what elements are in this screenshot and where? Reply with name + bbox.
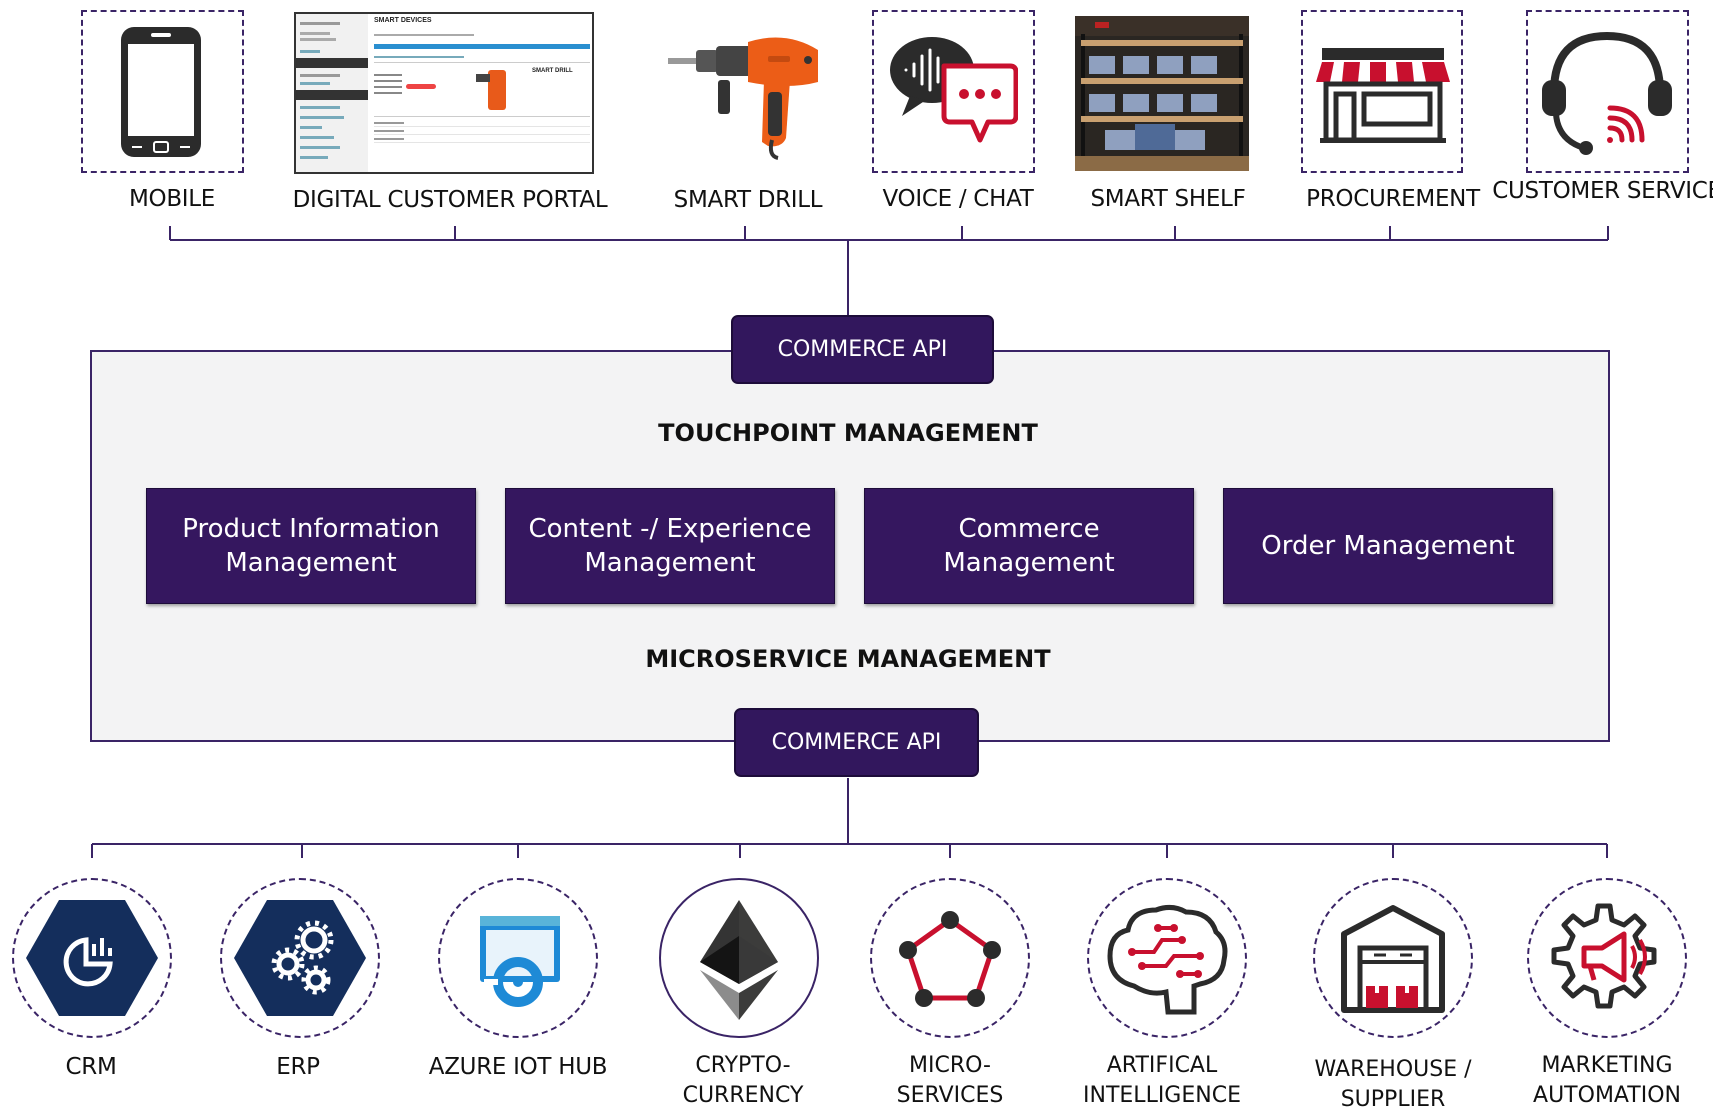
crm-chart-icon — [26, 900, 158, 1016]
brain-circuit-icon — [1107, 904, 1228, 1015]
voice-chat-node-frame — [872, 10, 1035, 173]
module-line: Commerce — [958, 514, 1100, 544]
module-line: Content -/ Experience — [528, 514, 812, 544]
warehouse-node-frame — [1313, 878, 1473, 1038]
microservices-node-frame — [870, 878, 1030, 1038]
procurement-node-frame — [1301, 10, 1463, 173]
top-label-mobile: MOBILE — [128, 186, 216, 212]
bottom-label-line: WAREHOUSE / — [1314, 1057, 1472, 1082]
module-line: Management — [225, 548, 397, 578]
microservice-management-heading: MICROSERVICE MANAGEMENT — [645, 645, 1051, 673]
portal-screen-title: SMART DEVICES — [374, 17, 432, 24]
mobile-phone-icon — [121, 27, 201, 157]
erp-node-frame — [220, 878, 380, 1038]
storefront-icon — [1316, 48, 1450, 143]
commerce-api-top[interactable]: COMMERCE API — [731, 315, 994, 384]
portal-screen-product: SMART DRILL — [532, 68, 573, 74]
bottom-label-line: INTELLIGENCE — [1083, 1083, 1241, 1108]
portal-screenshot: SMART DEVICES SMART DRILL — [294, 12, 594, 174]
bottom-label-line: CURRENCY — [682, 1083, 804, 1108]
gears-icon — [234, 900, 366, 1016]
drill-icon — [668, 37, 818, 160]
warehouse-icon — [1341, 905, 1445, 1013]
bottom-label-crm: CRM — [65, 1054, 117, 1080]
bottom-label-cryptocurrency: CRYPTO- CURRENCY — [683, 1051, 804, 1111]
bottom-label-erp: ERP — [276, 1054, 320, 1080]
module-line: Order Management — [1261, 531, 1515, 561]
bottom-label-line: CRYPTO- — [695, 1053, 791, 1078]
bottom-label-ai: ARTIFICAL INTELLIGENCE — [1083, 1051, 1241, 1111]
module-line: Management — [943, 548, 1115, 578]
touchpoint-management-heading: TOUCHPOINT MANAGEMENT — [658, 419, 1038, 447]
voice-chat-icon — [890, 37, 1018, 143]
commerce-api-bottom[interactable]: COMMERCE API — [734, 708, 979, 777]
bottom-label-marketing: MARKETING AUTOMATION — [1533, 1051, 1681, 1111]
ethereum-icon — [700, 900, 778, 1020]
module-line: Product Information — [182, 514, 440, 544]
bottom-label-line: SUPPLIER — [1340, 1087, 1446, 1112]
headset-icon — [1542, 31, 1672, 155]
azure-iot-hub-node-frame — [438, 878, 598, 1038]
bottom-label-warehouse: WAREHOUSE / SUPPLIER — [1314, 1055, 1471, 1115]
bottom-label-azure-iot-hub: AZURE IOT HUB — [428, 1054, 608, 1080]
bottom-label-line: SERVICES — [896, 1083, 1004, 1108]
customer-service-node-frame — [1526, 10, 1689, 173]
mobile-node-frame — [81, 10, 244, 173]
gear-megaphone-icon — [1551, 903, 1657, 1009]
bottom-label-line: MARKETING — [1541, 1053, 1673, 1078]
cryptocurrency-node-frame — [659, 878, 819, 1038]
module-line: Management — [584, 548, 756, 578]
module-order-management[interactable]: Order Management — [1223, 488, 1553, 604]
marketing-automation-node-frame — [1527, 878, 1687, 1038]
bottom-label-line: AUTOMATION — [1533, 1083, 1681, 1108]
shelf-photo — [1075, 16, 1249, 171]
top-label-customer-service: CUSTOMER SERVICE — [1492, 178, 1713, 204]
azure-iot-hub-icon — [480, 916, 560, 1007]
bottom-label-microservices: MICRO- SERVICES — [897, 1051, 1004, 1111]
bottom-label-line: ARTIFICAL — [1106, 1053, 1218, 1078]
pentagon-network-icon — [899, 911, 1001, 1007]
crm-node-frame — [12, 878, 172, 1038]
bottom-label-line: MICRO- — [909, 1053, 991, 1078]
top-label-procurement: PROCUREMENT — [1306, 186, 1480, 212]
top-label-voice-chat: VOICE / CHAT — [882, 186, 1034, 212]
top-label-portal: DIGITAL CUSTOMER PORTAL — [292, 187, 608, 213]
top-label-shelf: SMART SHELF — [1090, 186, 1246, 212]
ai-node-frame — [1087, 878, 1247, 1038]
top-label-drill: SMART DRILL — [673, 187, 823, 213]
